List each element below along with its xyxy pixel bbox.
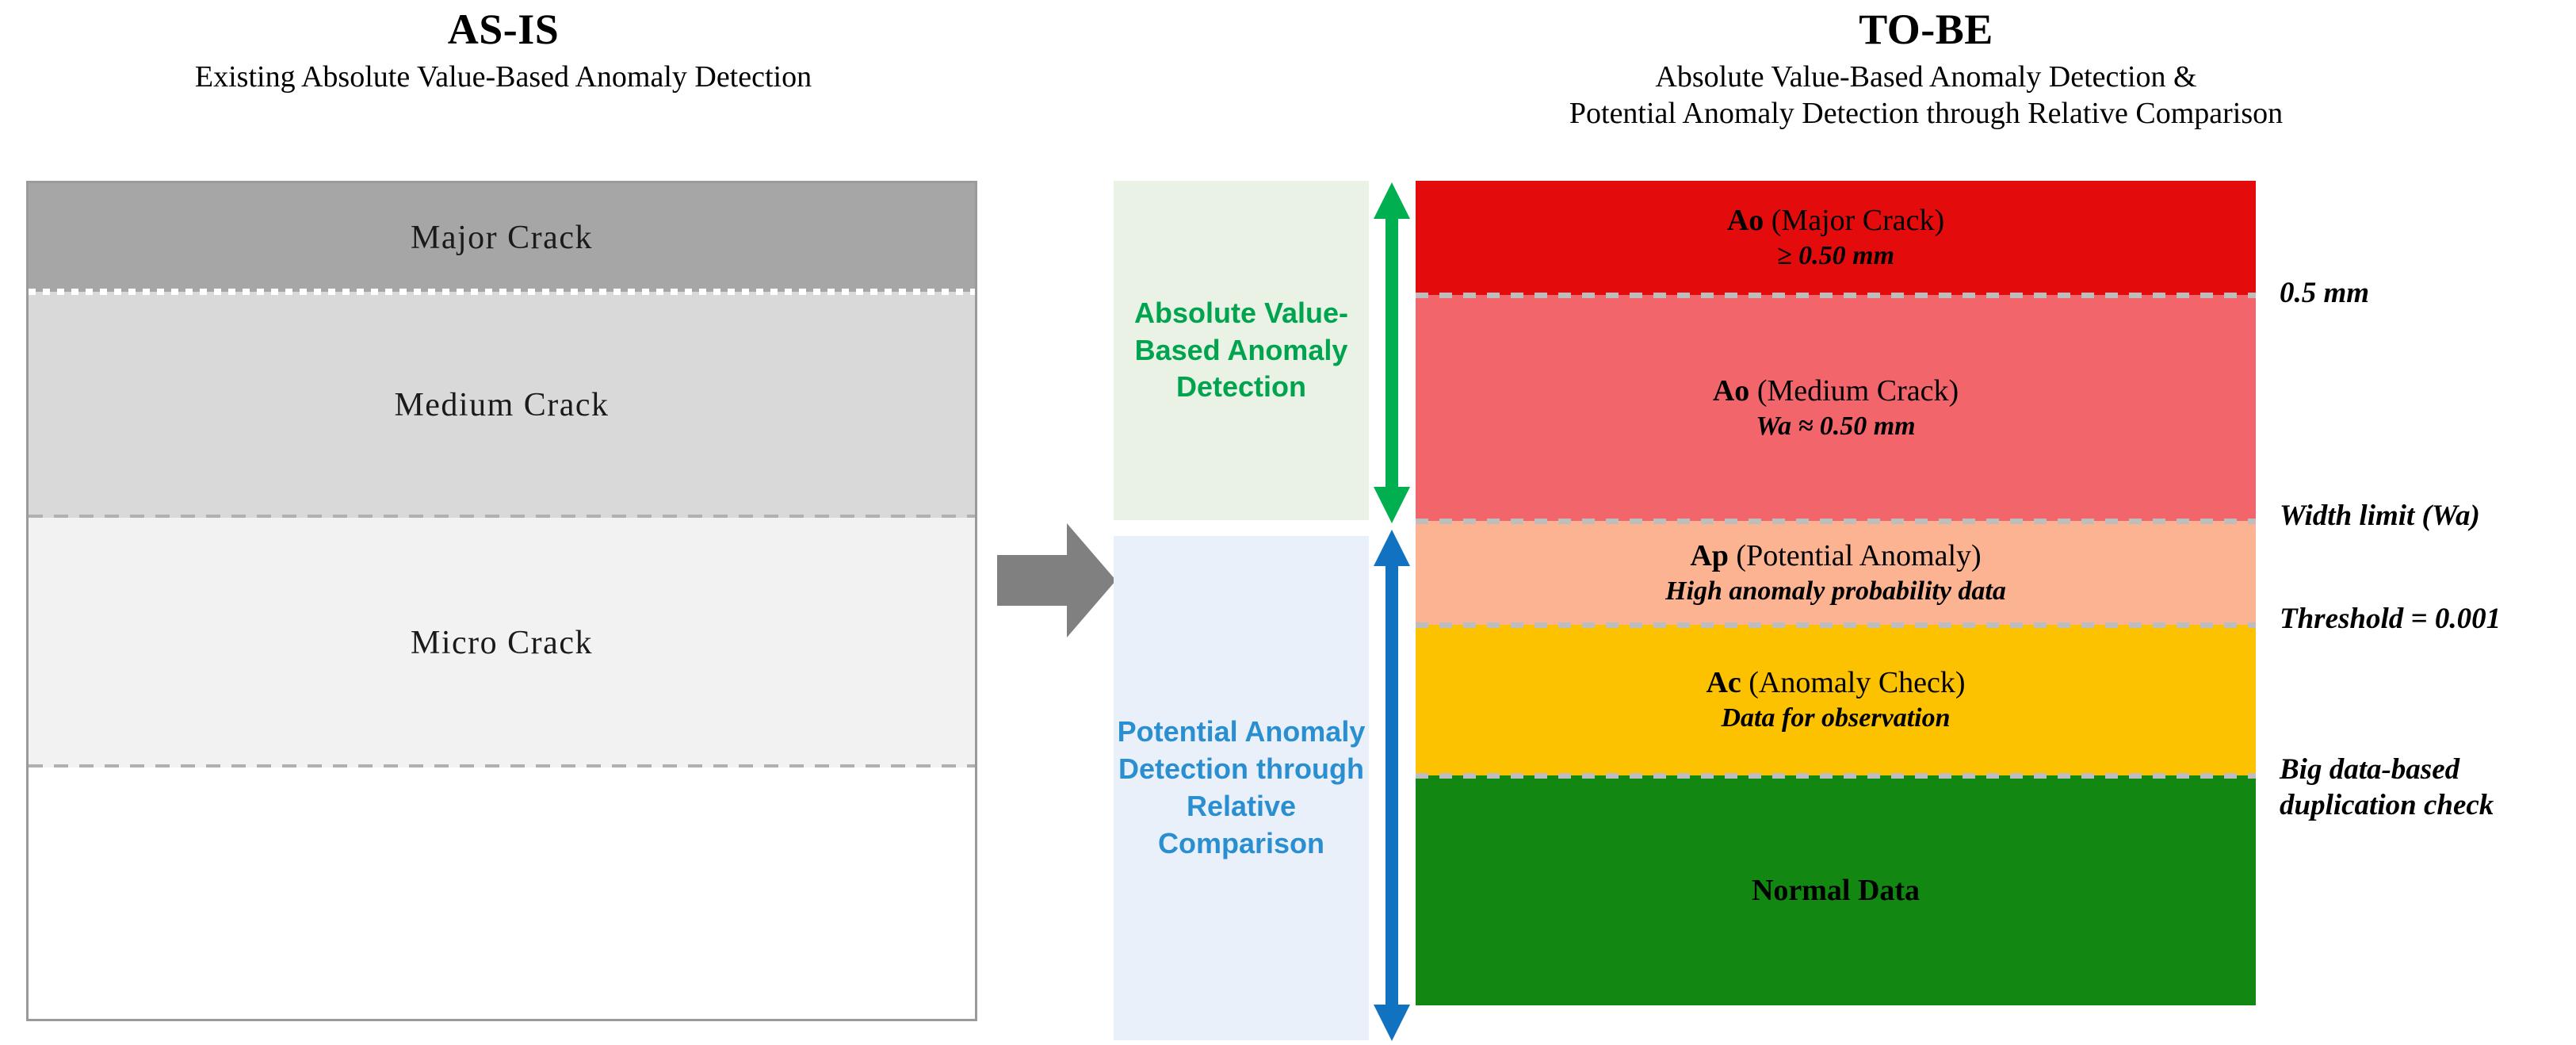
double-arrow-vertical-blue-icon <box>1374 530 1410 1041</box>
tobe-band-ao-major-crack-sub: ≥ 0.50 mm <box>1776 241 1895 271</box>
tobe-subtitle-line1: Absolute Value-Based Anomaly Detection & <box>1655 60 2197 94</box>
side-note-05mm: 0.5 mm <box>2280 277 2370 309</box>
tobe-band-ac-code: Ac <box>1706 666 1741 700</box>
tobe-band-ap-title: Ap (Potential Anomaly) <box>1690 538 1981 574</box>
tobe-anomaly-bands-box: Ao (Major Crack) ≥ 0.50 mm Ao (Medium Cr… <box>1416 181 2256 1005</box>
tobe-band-ao-medium-crack-code: Ao <box>1712 373 1750 408</box>
tobe-divider-ac-normal <box>1416 773 2256 779</box>
legend-potential-anomaly-detection-relative-comparison: Potential Anomaly Detection through Rela… <box>1114 536 1369 1040</box>
double-arrow-vertical-green-icon <box>1374 182 1410 523</box>
asis-band-major-crack-label: Major Crack <box>411 219 593 256</box>
asis-band-major-crack: Major Crack <box>29 183 975 292</box>
asis-band-micro-crack-label: Micro Crack <box>411 624 593 661</box>
tobe-divider-medium-ap <box>1416 519 2256 524</box>
side-note-threshold: Threshold = 0.001 <box>2280 603 2501 635</box>
tobe-band-ao-medium-crack-title: Ao (Medium Crack) <box>1713 373 1959 409</box>
transition-right-arrow-icon <box>997 517 1116 644</box>
side-note-big-data-line2: duplication check <box>2280 789 2494 822</box>
tobe-band-ap-code: Ap <box>1690 538 1729 572</box>
side-note-big-data-line1: Big data-based <box>2280 753 2460 786</box>
side-note-width-limit: Width limit (Wa) <box>2280 500 2480 532</box>
asis-band-medium-crack: Medium Crack <box>29 292 975 518</box>
tobe-band-normal-data-title: Normal Data <box>1752 873 1920 909</box>
legend-absolute-value-based-anomaly-detection: Absolute Value-Based Anomaly Detection <box>1114 181 1369 520</box>
tobe-band-ao-medium-crack-name: (Medium Crack) <box>1756 373 1959 408</box>
tobe-band-ao-major-crack-name: (Major Crack) <box>1771 204 1945 238</box>
tobe-band-ac-title: Ac (Anomaly Check) <box>1706 665 1965 701</box>
asis-header: AS-IS Existing Absolute Value-Based Anom… <box>0 5 1007 95</box>
tobe-subtitle-line2: Potential Anomaly Detection through Rela… <box>1569 97 2284 131</box>
asis-band-medium-crack-label: Medium Crack <box>394 386 610 423</box>
tobe-band-ac-anomaly-check: Ac (Anomaly Check) Data for observation <box>1416 625 2256 775</box>
tobe-divider-ap-ac <box>1416 622 2256 628</box>
tobe-band-ap-name: (Potential Anomaly) <box>1736 538 1982 572</box>
tobe-band-ao-major-crack-code: Ao <box>1726 204 1764 238</box>
side-note-big-data-duplication-check: Big data-based duplication check <box>2280 752 2494 823</box>
asis-divider-major-medium <box>29 289 975 295</box>
asis-divider-micro-empty <box>29 764 975 767</box>
tobe-title: TO-BE <box>1859 6 1993 53</box>
tobe-header: TO-BE Absolute Value-Based Anomaly Detec… <box>1347 5 2505 132</box>
tobe-band-ac-sub: Data for observation <box>1721 703 1951 733</box>
asis-crack-severity-box: Major Crack Medium Crack Micro Crack <box>26 181 977 1021</box>
tobe-band-ao-major-crack-title: Ao (Major Crack) <box>1727 203 1944 239</box>
asis-divider-medium-micro <box>29 515 975 518</box>
tobe-band-ac-name: (Anomaly Check) <box>1749 666 1966 700</box>
asis-band-empty <box>29 767 975 1019</box>
asis-band-micro-crack: Micro Crack <box>29 518 975 767</box>
tobe-divider-major-medium <box>1416 293 2256 298</box>
tobe-band-ao-medium-crack: Ao (Medium Crack) Wa ≈ 0.50 mm <box>1416 295 2256 521</box>
tobe-band-ao-medium-crack-sub: Wa ≈ 0.50 mm <box>1756 411 1916 441</box>
legend-potential-label: Potential Anomaly Detection through Rela… <box>1117 715 1366 859</box>
asis-title: AS-IS <box>447 6 560 53</box>
legend-absolute-label: Absolute Value-Based Anomaly Detection <box>1133 296 1349 404</box>
tobe-band-ao-major-crack: Ao (Major Crack) ≥ 0.50 mm <box>1416 181 2256 295</box>
tobe-band-normal-data-code: Normal Data <box>1751 873 1921 907</box>
tobe-band-normal-data: Normal Data <box>1416 775 2256 1005</box>
tobe-band-ap-potential-anomaly: Ap (Potential Anomaly) High anomaly prob… <box>1416 521 2256 625</box>
asis-subtitle: Existing Absolute Value-Based Anomaly De… <box>194 60 812 94</box>
tobe-band-ap-sub: High anomaly probability data <box>1665 576 2006 606</box>
